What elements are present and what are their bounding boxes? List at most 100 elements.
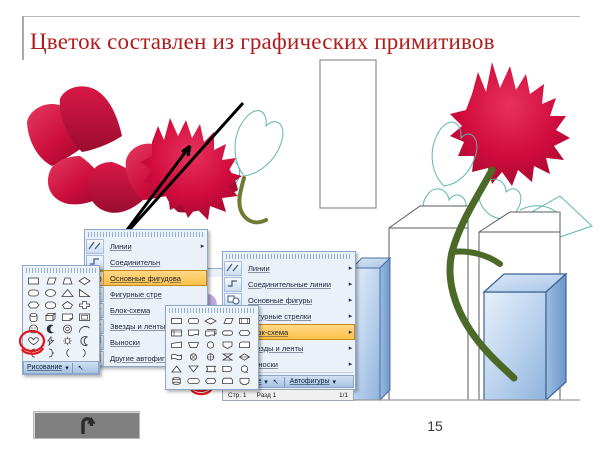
shape-arc[interactable] <box>76 323 93 335</box>
shape-extract[interactable] <box>168 363 185 375</box>
shape-cube[interactable] <box>42 311 59 323</box>
menu-item-label: Линии <box>110 241 132 251</box>
menu-item-lines[interactable]: Линии ▸ <box>223 260 355 276</box>
shape-lightning[interactable] <box>42 335 59 347</box>
shape-alternate-process[interactable] <box>185 315 202 327</box>
autoshapes-caret-icon[interactable]: ▾ <box>332 378 336 386</box>
flowchart-shapes-grid[interactable] <box>166 314 258 389</box>
shape-direct-access[interactable] <box>185 375 202 387</box>
shape-document[interactable] <box>185 327 202 339</box>
shape-sequential-access[interactable] <box>236 363 253 375</box>
shape-rectangle[interactable] <box>25 275 42 287</box>
submenu-arrow-icon: ▸ <box>200 243 205 250</box>
shape-folded-corner[interactable] <box>59 311 76 323</box>
shape-preparation[interactable] <box>236 327 253 339</box>
select-objects-icon[interactable]: ↖ <box>272 378 279 386</box>
shape-sort[interactable] <box>236 351 253 363</box>
scattered-petals-group <box>27 86 238 213</box>
shape-right-triangle[interactable] <box>76 287 93 299</box>
menu-item-connectors[interactable]: Соединительн <box>85 254 207 270</box>
basic-shapes-grid[interactable] <box>23 274 99 361</box>
drawing-menu-caret-icon[interactable]: ▾ <box>65 364 69 372</box>
flower-head-left <box>140 118 242 220</box>
select-objects-icon[interactable]: ↖ <box>77 364 84 372</box>
connector-icon <box>224 276 242 292</box>
shape-bracket-left[interactable] <box>59 347 76 359</box>
drawing-menu-button[interactable]: Рисование <box>27 364 63 371</box>
autoshapes-menu-button[interactable]: Автофигуры <box>289 378 330 385</box>
shape-cross[interactable] <box>76 299 93 311</box>
shape-manual-operation[interactable] <box>185 339 202 351</box>
menu-drag-grip[interactable] <box>88 232 204 237</box>
shape-parallelogram[interactable] <box>42 275 59 287</box>
shape-card[interactable] <box>236 339 253 351</box>
shape-moon[interactable] <box>42 323 59 335</box>
shape-pentagon[interactable] <box>59 299 76 311</box>
navigation-back-button[interactable] <box>33 411 140 439</box>
basic-shapes-palette[interactable]: Рисование ▾ ↖ <box>22 265 100 375</box>
menu-item-label: Основные фигуры <box>248 295 312 305</box>
shape-diamond[interactable] <box>76 275 93 287</box>
menu-item-label: Соединительн <box>110 257 161 267</box>
menu-item-label: Выноски <box>110 337 140 347</box>
shape-cylinder[interactable] <box>25 311 42 323</box>
shape-decision[interactable] <box>202 315 219 327</box>
lines-icon <box>224 260 242 276</box>
shape-rounded-rect[interactable] <box>25 287 42 299</box>
shape-merge[interactable] <box>185 363 202 375</box>
shape-internal-storage[interactable] <box>168 327 185 339</box>
menu-item-basic-shapes[interactable]: Основные фигудова <box>85 270 207 286</box>
shape-smiley[interactable] <box>25 323 42 335</box>
shape-connector[interactable] <box>202 339 219 351</box>
menu-item-label: Соединительные линии <box>248 279 331 289</box>
shape-summing-junction[interactable] <box>185 351 202 363</box>
shape-bracket-right[interactable] <box>76 347 93 359</box>
leaf-outline-group-left <box>194 110 284 197</box>
shape-collate[interactable] <box>219 351 236 363</box>
shape-manual-input[interactable] <box>168 339 185 351</box>
shape-octagon[interactable] <box>42 299 59 311</box>
title-placeholder-frame <box>22 16 580 60</box>
shape-donut[interactable] <box>59 323 76 335</box>
shape-ellipse[interactable] <box>42 287 59 299</box>
menu-drag-grip[interactable] <box>226 254 352 259</box>
palette-drag-grip[interactable] <box>169 308 255 313</box>
flowchart-shapes-palette[interactable] <box>165 305 259 390</box>
word-status-bar: Стр. 1 Разд 1 1/1 <box>222 389 354 401</box>
drawing-menu-caret-icon[interactable]: ▾ <box>264 378 268 386</box>
shape-offpage-connector[interactable] <box>219 339 236 351</box>
shape-bevel[interactable] <box>76 311 93 323</box>
menu-item-lines[interactable]: Линии ▸ <box>85 238 207 254</box>
shape-process[interactable] <box>168 315 185 327</box>
blue-box-left <box>350 256 392 402</box>
shape-delay[interactable] <box>219 363 236 375</box>
menu-item-block-arrows[interactable]: Фигурные стре <box>85 286 207 302</box>
flower-stem-right <box>446 166 518 382</box>
shape-brace-left[interactable] <box>25 347 42 359</box>
shape-data[interactable] <box>219 315 236 327</box>
menu-item-connectors[interactable]: Соединительные линии ▸ <box>223 276 355 292</box>
drawing-toolbar-left[interactable]: Рисование ▾ ↖ <box>23 361 99 374</box>
menu-item-label: Линии <box>248 263 270 273</box>
palette-drag-grip[interactable] <box>26 268 96 273</box>
shape-display[interactable] <box>202 375 219 387</box>
shape-multidocument[interactable] <box>202 327 219 339</box>
shape-loop-limit[interactable] <box>219 375 236 387</box>
shape-off-page[interactable] <box>236 375 253 387</box>
shape-terminator[interactable] <box>219 327 236 339</box>
shape-crescent[interactable] <box>76 335 93 347</box>
shape-sun[interactable] <box>59 335 76 347</box>
shape-or[interactable] <box>202 351 219 363</box>
shape-heart[interactable] <box>25 335 42 347</box>
shape-punched-tape[interactable] <box>168 351 185 363</box>
shape-trapezoid[interactable] <box>59 275 76 287</box>
shape-brace-right[interactable] <box>42 347 59 359</box>
shape-predefined-process[interactable] <box>236 315 253 327</box>
tall-rectangle-shape <box>319 59 377 209</box>
wireframe-box-group <box>388 205 561 401</box>
shape-hexagon[interactable] <box>25 299 42 311</box>
shape-magnetic-disk[interactable] <box>168 375 185 387</box>
shape-triangle[interactable] <box>59 287 76 299</box>
menu-item-basic-shapes[interactable]: Основные фигуры ▸ <box>223 292 355 308</box>
shape-stored-data[interactable] <box>202 363 219 375</box>
